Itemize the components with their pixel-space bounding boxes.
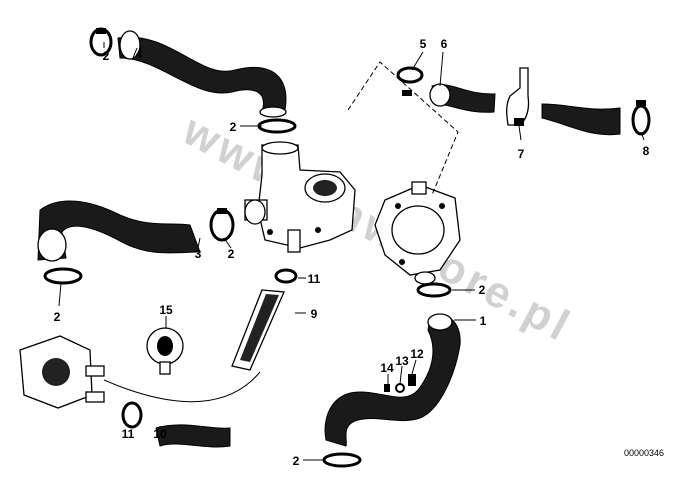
hose-right-upper: [541, 103, 621, 136]
callout-7: 7: [518, 147, 525, 161]
callout-2-center-top: 2: [230, 120, 237, 134]
hose-clamp-lower-right: [416, 282, 452, 298]
hose-clamp-11-lower: [121, 401, 143, 429]
leader-line-lower: [103, 371, 261, 403]
callout-3: 3: [195, 247, 202, 261]
callout-15: 15: [159, 303, 173, 317]
callout-leaders: [58, 42, 645, 461]
screw-14: [384, 384, 390, 392]
callout-2-right: 2: [479, 283, 486, 297]
hose-clamp-center-top: [257, 118, 297, 134]
callout-9: 9: [311, 307, 318, 321]
hose-clamp-left-center: [209, 208, 235, 242]
callout-2-bottom: 2: [293, 454, 300, 468]
callout-2-left-lower: 2: [54, 310, 61, 324]
callout-13: 13: [395, 354, 409, 368]
hose-clamp-left-lower: [43, 267, 83, 285]
thermostat-housing: [244, 141, 356, 253]
pipe-9: [231, 289, 285, 371]
dashed-leader: [347, 61, 459, 196]
hose-clamp-bottom: [322, 452, 362, 468]
washer-13: [395, 383, 405, 393]
bracket-12: [408, 374, 416, 386]
bracket-7: [506, 67, 530, 126]
hose-3: [37, 200, 201, 262]
callout-8: 8: [643, 144, 650, 158]
callout-1: 1: [480, 314, 487, 328]
flange-block: [19, 335, 105, 409]
callout-2-top-left: 2: [103, 49, 110, 63]
hose-clamp-8: [631, 100, 651, 136]
callout-14: 14: [380, 361, 394, 375]
upper-hose-4: [117, 30, 287, 118]
hose-6: [429, 83, 496, 113]
callout-6: 6: [441, 37, 448, 51]
callout-11-upper: 11: [308, 272, 321, 286]
hose-10: [155, 424, 231, 448]
hose-clamp-11-upper: [274, 268, 298, 284]
callout-12: 12: [410, 347, 424, 361]
hose-1: [324, 313, 461, 447]
callout-11-lower: 11: [122, 427, 135, 441]
callout-5: 5: [420, 37, 427, 51]
part-15-ring: [146, 327, 184, 375]
hose-clamp-top-left: [89, 27, 113, 57]
diagram-code: 00000346: [624, 448, 664, 458]
callout-2-left-center: 2: [228, 247, 235, 261]
callout-10: 10: [153, 427, 167, 441]
water-pump-housing: [374, 181, 461, 285]
hose-clamp-5: [396, 66, 424, 96]
callout-4: 4: [136, 47, 143, 61]
